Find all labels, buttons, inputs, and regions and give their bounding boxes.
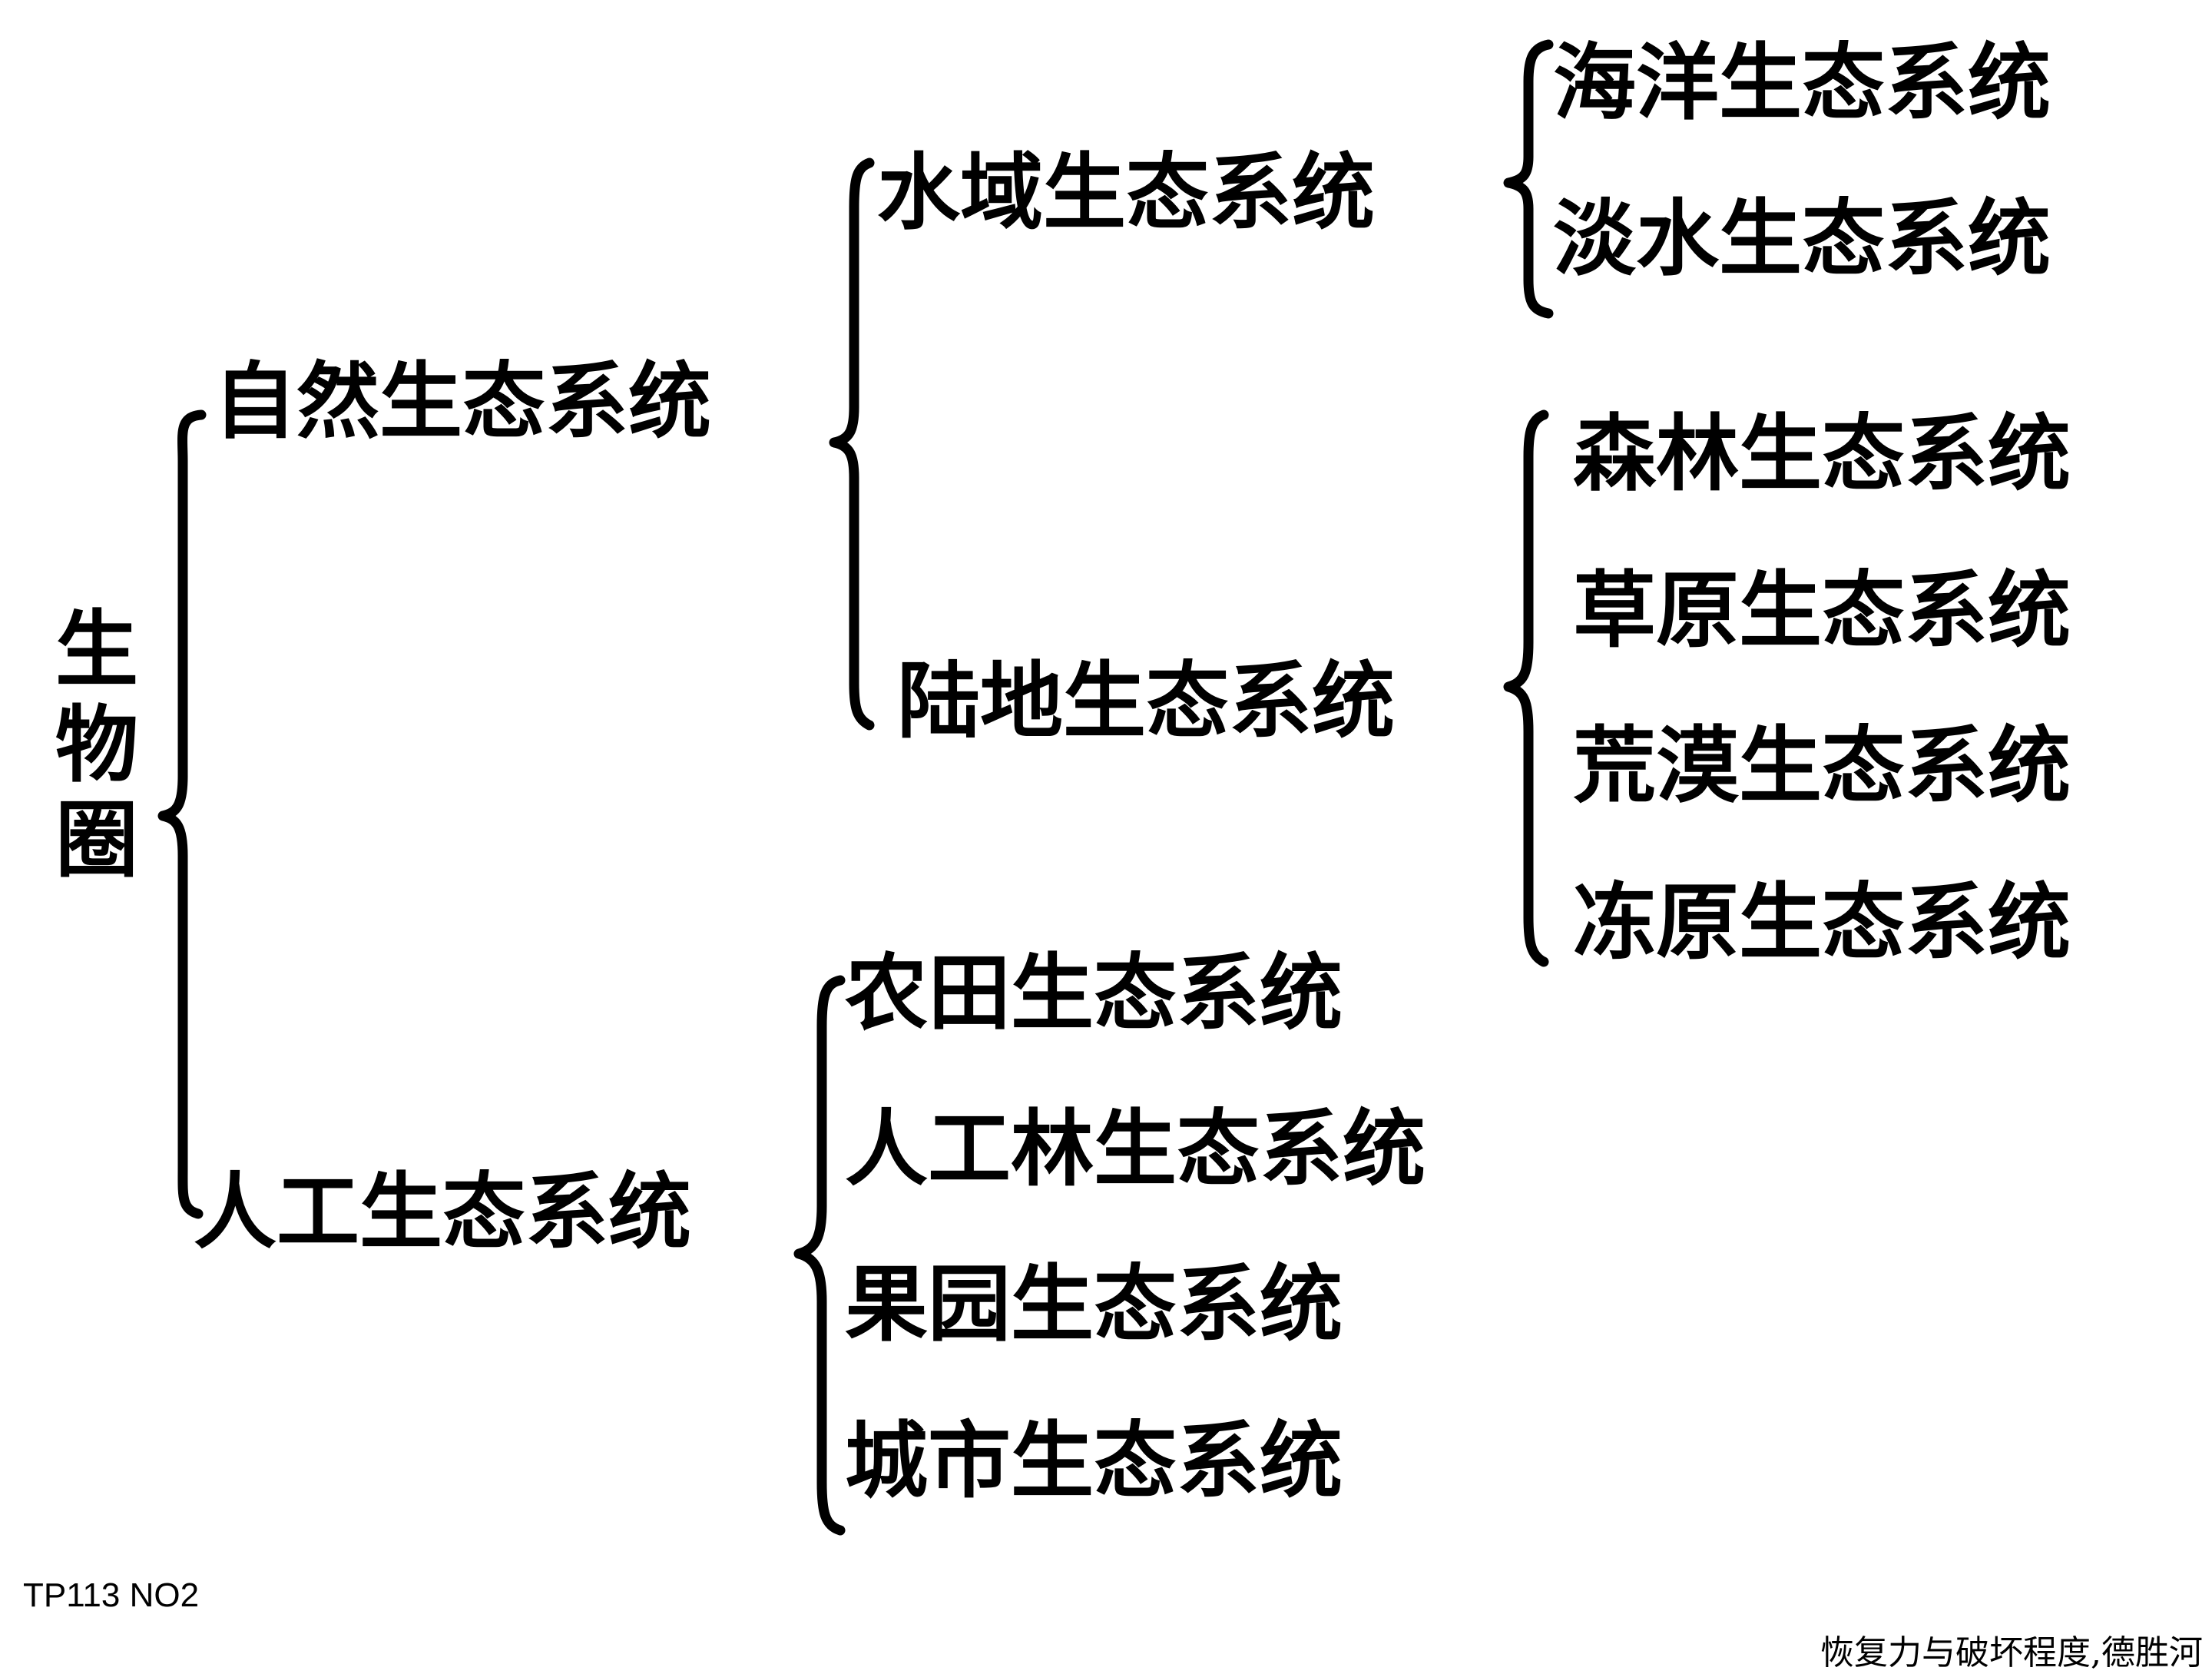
land-ecosystem-label: 陆地生态系统 <box>897 654 1396 750</box>
freshwater-ecosystem-label: 淡水生态系统 <box>1553 191 2051 287</box>
tundra-ecosystem-label: 冻原生态系统 <box>1573 875 2071 971</box>
root-char-2: 物 <box>55 698 138 794</box>
artificial-ecosystem-label: 人工生态系统 <box>194 1165 692 1261</box>
slide-credit: 恢复力与破坏程度,德胜河 <box>1820 1633 2203 1672</box>
bracket-biosphere <box>157 409 207 1219</box>
marine-ecosystem-label: 海洋生态系统 <box>1553 35 2051 131</box>
orchard-ecosystem-label: 果园生态系统 <box>845 1257 1343 1353</box>
urban-ecosystem-label: 城市生态系统 <box>845 1414 1343 1510</box>
bracket-water <box>1503 39 1554 319</box>
plantation-ecosystem-label: 人工林生态系统 <box>845 1102 1426 1198</box>
root-biosphere: 生 物 圈 <box>51 603 143 889</box>
slide-code: TP113 NO2 <box>23 1576 200 1614</box>
farmland-ecosystem-label: 农田生态系统 <box>845 946 1343 1042</box>
root-char-1: 生 <box>55 602 138 698</box>
water-ecosystem-label: 水域生态系统 <box>877 145 1376 241</box>
bracket-natural <box>829 157 875 731</box>
grassland-ecosystem-label: 草原生态系统 <box>1573 563 2071 659</box>
bracket-artificial <box>793 975 846 1536</box>
forest-ecosystem-label: 森林生态系统 <box>1573 406 2071 502</box>
natural-ecosystem-label: 自然生态系统 <box>214 354 712 450</box>
root-char-3: 圈 <box>55 793 138 889</box>
bracket-land <box>1503 409 1549 967</box>
desert-ecosystem-label: 荒漠生态系统 <box>1573 718 2071 814</box>
